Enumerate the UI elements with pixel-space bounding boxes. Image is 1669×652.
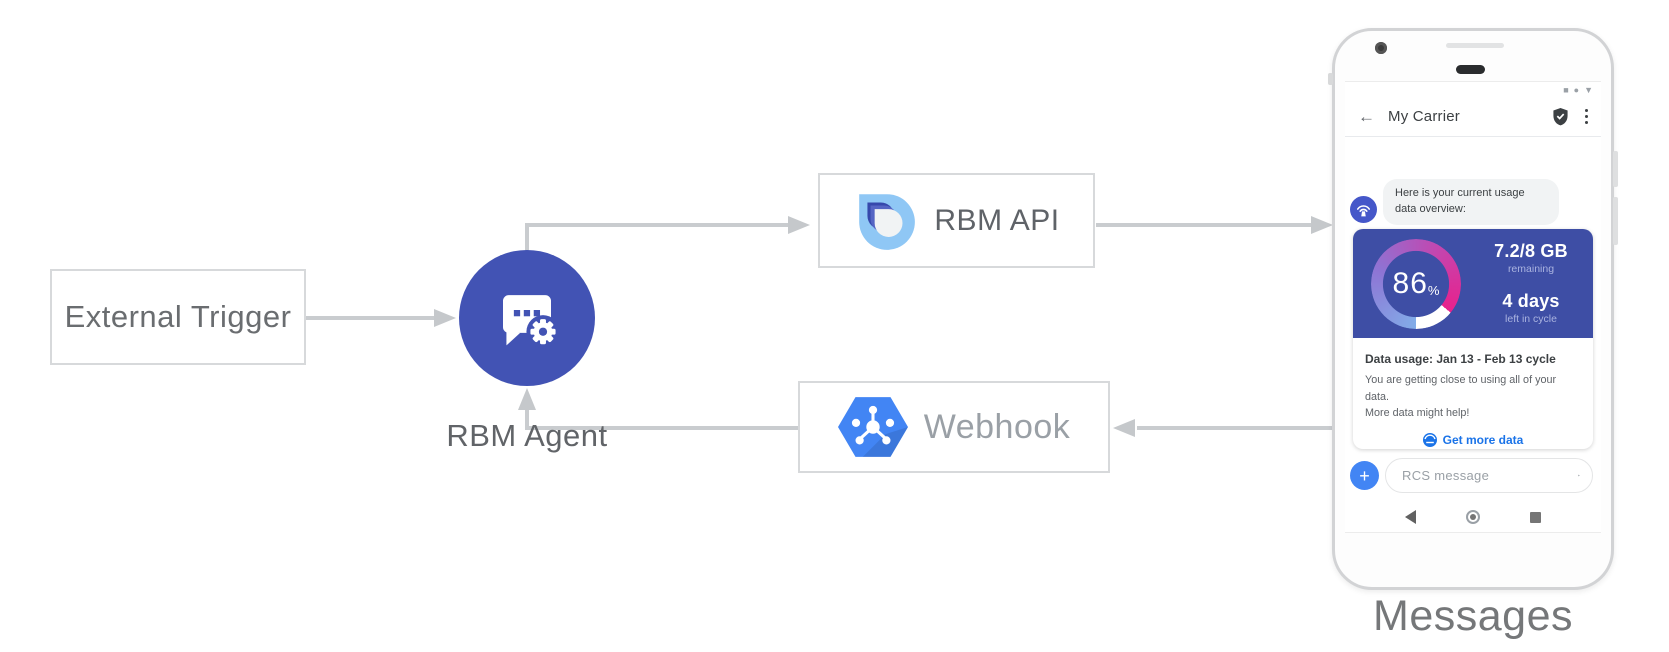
chat-bubble-gear-icon: [503, 295, 560, 349]
globe-icon: [1422, 433, 1437, 448]
nav-back-icon[interactable]: [1405, 510, 1416, 524]
messages-caption: Messages: [1373, 592, 1573, 640]
phone-earpiece: [1456, 65, 1485, 74]
usage-percent: 86 %: [1392, 267, 1440, 300]
back-arrow-icon[interactable]: ←: [1358, 107, 1375, 126]
phone-sim-notch: [1328, 73, 1333, 85]
conversation-header: ← My Carrier: [1345, 97, 1601, 137]
external-trigger-label: External Trigger: [64, 299, 292, 334]
days-left-value: 4 days: [1502, 291, 1560, 311]
phone-screen: ■ ● ▼ ← My Carrier: [1345, 81, 1601, 533]
phone-power-button: [1613, 151, 1618, 187]
connector-phone-to-webhook: [1113, 419, 1333, 437]
composer-plus-button[interactable]: +: [1350, 461, 1379, 490]
rbm-api-logo-icon: [859, 193, 916, 250]
status-bar: ■ ● ▼: [1563, 85, 1593, 95]
usage-details-body-line2: More data might help!: [1365, 407, 1470, 420]
phone-camera-dot: [1375, 42, 1387, 54]
status-signal-circle-icon: ●: [1573, 85, 1580, 95]
usage-rich-card: 86 % 7.2/8 GB remaining 4 days left in c…: [1353, 229, 1593, 449]
days-left-label: left in cycle: [1505, 313, 1557, 325]
connector-external-to-agent: [306, 309, 456, 327]
overflow-menu-icon[interactable]: [1584, 108, 1588, 125]
status-signal-triangle-icon: ▼: [1584, 85, 1593, 95]
connector-agent-to-api: [525, 216, 810, 252]
rbm-api-box: RBM API: [818, 173, 1095, 268]
agent-avatar-antenna-icon: [1356, 205, 1371, 217]
get-more-data-action[interactable]: Get more data: [1365, 433, 1581, 448]
rcs-message-input[interactable]: [1402, 468, 1578, 483]
agent-message-bubble: Here is your current usage data overview…: [1383, 179, 1559, 225]
data-remaining-label: remaining: [1507, 263, 1555, 275]
agent-message-text: Here is your current usage data overview…: [1395, 187, 1525, 215]
webhook-box: Webhook: [798, 381, 1110, 473]
webhook-hexagon-icon: [837, 397, 908, 457]
nav-home-icon[interactable]: [1466, 510, 1480, 524]
get-more-data-label: Get more data: [1442, 433, 1524, 448]
external-trigger-box: External Trigger: [50, 269, 306, 365]
phone-mockup: ■ ● ▼ ← My Carrier: [1328, 28, 1618, 590]
rbm-agent-node: [459, 250, 595, 386]
webhook-label: Webhook: [923, 407, 1071, 446]
usage-details-panel: Data usage: Jan 13 - Feb 13 cycle You ar…: [1353, 338, 1593, 448]
usage-details-body-line1: You are getting close to using all of yo…: [1365, 374, 1557, 403]
conversation-title: My Carrier: [1388, 108, 1460, 125]
connector-api-to-phone: [1096, 216, 1333, 234]
android-nav-bar: [1345, 510, 1601, 524]
connector-webhook-to-agent: [518, 388, 798, 430]
phone-volume-button: [1613, 197, 1618, 245]
rbm-api-label: RBM API: [934, 203, 1060, 237]
composer-input-wrap: [1385, 458, 1593, 493]
phone-speaker-slot: [1446, 43, 1504, 48]
rbm-agent-label: RBM Agent: [446, 418, 608, 453]
usage-donut-gauge: [1371, 239, 1461, 329]
data-remaining-value: 7.2/8 GB: [1494, 241, 1568, 261]
nav-recents-icon[interactable]: [1530, 511, 1541, 523]
send-icon[interactable]: [1578, 467, 1580, 484]
verified-shield-icon: [1552, 108, 1568, 126]
status-signal-square-icon: ■: [1563, 85, 1569, 95]
usage-gauge-panel: 86 % 7.2/8 GB remaining 4 days left in c…: [1353, 229, 1593, 338]
usage-details-title: Data usage: Jan 13 - Feb 13 cycle: [1365, 352, 1556, 366]
agent-avatar: [1350, 196, 1377, 223]
